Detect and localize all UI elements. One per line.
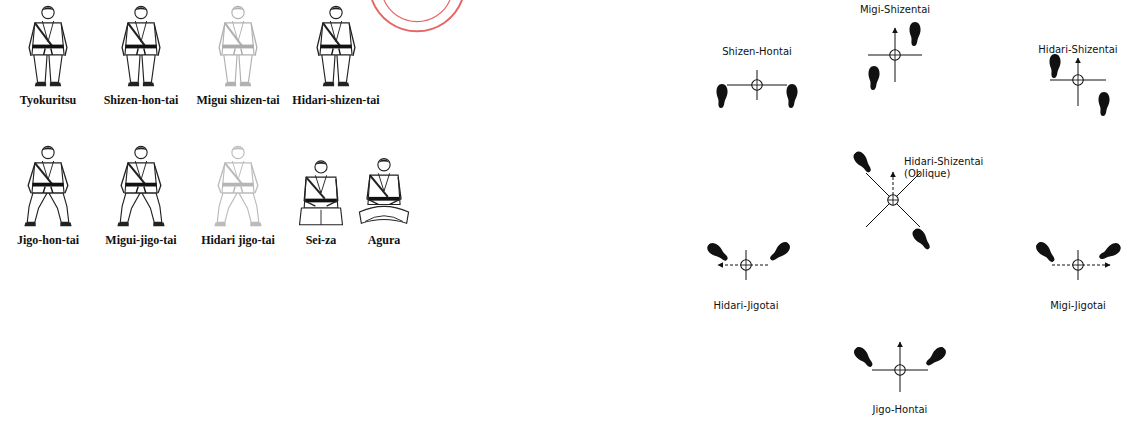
foot-diagram — [852, 342, 949, 392]
stance-label: Shizen-Hontai — [722, 46, 792, 57]
stance-label: Jigo-hon-tai — [17, 233, 79, 248]
stance-label: Migi-Jigotai — [1050, 300, 1106, 311]
stance-label: Shizen-hon-tai — [104, 93, 179, 108]
stance-label: Jigo-Hontai — [873, 404, 928, 415]
stance-label: Hidari-Shizentai (Oblique) — [904, 156, 990, 179]
stance-label: Hidari-Shizentai — [1038, 44, 1117, 55]
judoka-figure — [359, 159, 408, 224]
judoka-figure — [117, 146, 164, 226]
stance-label: Hidari-Jigotai — [714, 300, 779, 311]
stamp-mark — [372, 0, 462, 31]
stance-label: Migi-Shizentai — [860, 4, 930, 15]
judoka-figure — [317, 6, 355, 86]
judoka-figure — [24, 146, 71, 226]
stamp-mark — [384, 0, 450, 22]
judoka-figure — [122, 6, 160, 86]
judoka-figure — [29, 6, 67, 86]
stance-label: Hidari-shizen-tai — [292, 93, 379, 108]
stance-label: Sei-za — [306, 233, 337, 248]
judoka-figure — [300, 161, 343, 225]
judoka-figure — [214, 146, 261, 226]
foot-diagram — [705, 240, 792, 280]
foot-diagram — [1050, 54, 1110, 116]
stance-label: Migui-jigo-tai — [105, 233, 176, 248]
stance-label: Migui shizen-tai — [197, 93, 280, 108]
stance-label: Hidari jigo-tai — [201, 233, 275, 248]
foot-diagram — [717, 70, 798, 108]
foot-diagram — [868, 22, 922, 90]
stance-label: Agura — [368, 233, 401, 248]
foot-diagram — [1034, 240, 1123, 280]
judoka-figure — [219, 6, 257, 86]
stance-label: Tyokuritsu — [20, 93, 76, 108]
